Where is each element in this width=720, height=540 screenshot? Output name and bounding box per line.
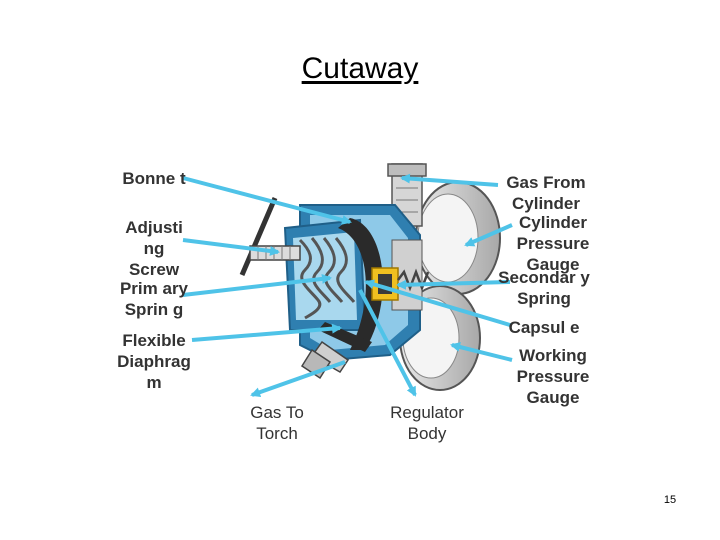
label-secondary-spring: Secondar y Spring — [498, 268, 590, 308]
label-cylinder-pressure-gauge: Cylinder Pressure Gauge — [516, 213, 590, 274]
arrow-cylinder-pressure-gauge — [464, 223, 513, 247]
label-capsule: Capsul e — [508, 318, 580, 337]
arrow-primary-spring — [182, 273, 332, 297]
label-working-pressure-gauge: Working Pressure Gauge — [516, 346, 590, 407]
label-gas-to-torch: Gas To Torch — [250, 403, 304, 443]
arrow-gas-from-cylinder — [400, 173, 499, 187]
page-number: 15 — [663, 494, 677, 506]
label-regulator-body: Regulator Body — [390, 403, 464, 443]
arrow-capsule — [364, 279, 511, 327]
label-primary-spring: Prim ary Sprin g — [119, 279, 189, 319]
arrow-secondary-spring — [396, 279, 511, 290]
cylinder-pressure-gauge — [415, 181, 501, 295]
arrow-bonnet — [182, 176, 352, 225]
label-adjusting-screw: Adjusti ng Screw — [125, 218, 183, 279]
primary-spring — [298, 237, 356, 320]
arrow-regulator-body — [358, 289, 417, 397]
callout-arrows — [182, 173, 513, 398]
arrow-flexible-diaphragm — [191, 323, 342, 342]
arrow-gas-to-torch — [250, 360, 346, 398]
arrow-adjusting-screw — [182, 238, 280, 256]
arrow-working-pressure-gauge — [450, 342, 513, 362]
label-gas-from-cylinder: Gas From Cylinder — [506, 173, 586, 213]
slide-title: Cutaway — [301, 52, 419, 85]
label-bonnet: Bonne t — [122, 169, 186, 188]
label-flexible-diaphragm: Flexible Diaphrag m — [117, 331, 191, 392]
